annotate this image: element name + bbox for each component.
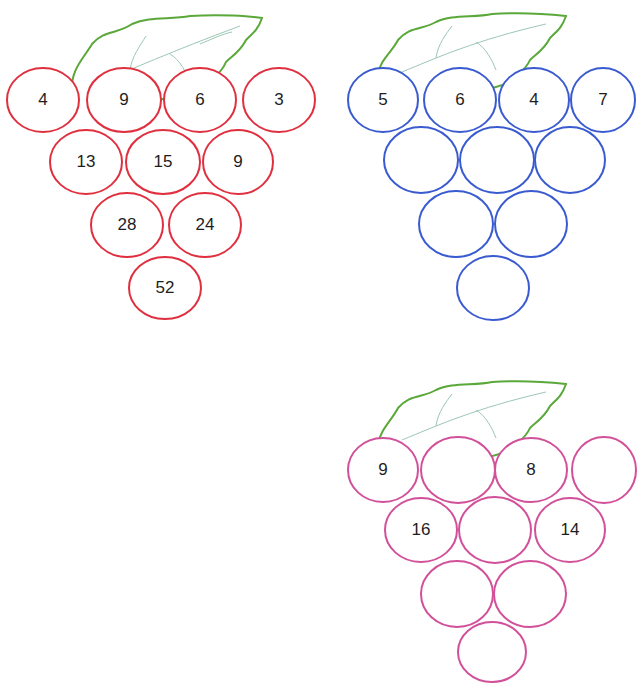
grape-circle: 13 [49, 129, 123, 195]
grape-circle: 9 [202, 129, 274, 195]
grape-number: 16 [412, 520, 431, 540]
leaf-vein [96, 24, 546, 440]
grape-circle: 9 [86, 67, 162, 133]
grape-circle: 6 [423, 67, 497, 133]
grape-number: 13 [77, 152, 96, 172]
grape-circle: 28 [90, 192, 164, 258]
grape-number: 9 [233, 152, 242, 172]
grape-number: 14 [561, 520, 580, 540]
grape-number: 4 [529, 90, 538, 110]
grape-circle: 4 [498, 67, 570, 133]
grape-number: 9 [378, 460, 387, 480]
leaf [72, 13, 566, 464]
grape-number: 52 [156, 278, 175, 298]
grape-circle: 52 [128, 256, 202, 320]
empty-grape [421, 437, 636, 682]
grape-number: 3 [274, 90, 283, 110]
grape-circle: 15 [125, 129, 201, 195]
grape-circle: 5 [347, 67, 419, 133]
grape-circle: 16 [384, 497, 458, 563]
grape-number: 24 [196, 215, 215, 235]
grape-number: 8 [526, 460, 535, 480]
grape-number: 7 [598, 90, 607, 110]
grape-circle: 3 [242, 67, 316, 133]
grape-circle: 6 [163, 67, 237, 133]
grape-circle: 8 [494, 437, 568, 503]
grape-number: 28 [118, 215, 137, 235]
grape-circle: 24 [168, 192, 242, 258]
grape-circle: 14 [534, 497, 606, 563]
empty-grape [384, 127, 605, 320]
grape-number: 4 [38, 90, 47, 110]
grape-number: 15 [154, 152, 173, 172]
grape-circle: 7 [570, 67, 636, 133]
grape-number: 9 [119, 90, 128, 110]
grape-number: 6 [455, 90, 464, 110]
grape-number: 6 [195, 90, 204, 110]
grape-circle: 4 [6, 67, 80, 133]
grape-circle: 9 [347, 437, 419, 503]
grape-number: 5 [378, 90, 387, 110]
